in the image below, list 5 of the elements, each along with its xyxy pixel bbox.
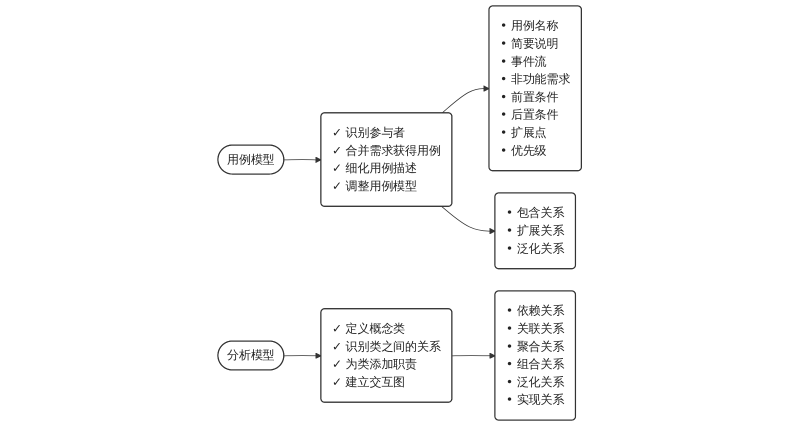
arrow — [452, 352, 496, 360]
arrow — [284, 352, 322, 359]
arrow — [441, 206, 496, 234]
arrow — [284, 156, 322, 164]
arrow — [441, 85, 490, 114]
